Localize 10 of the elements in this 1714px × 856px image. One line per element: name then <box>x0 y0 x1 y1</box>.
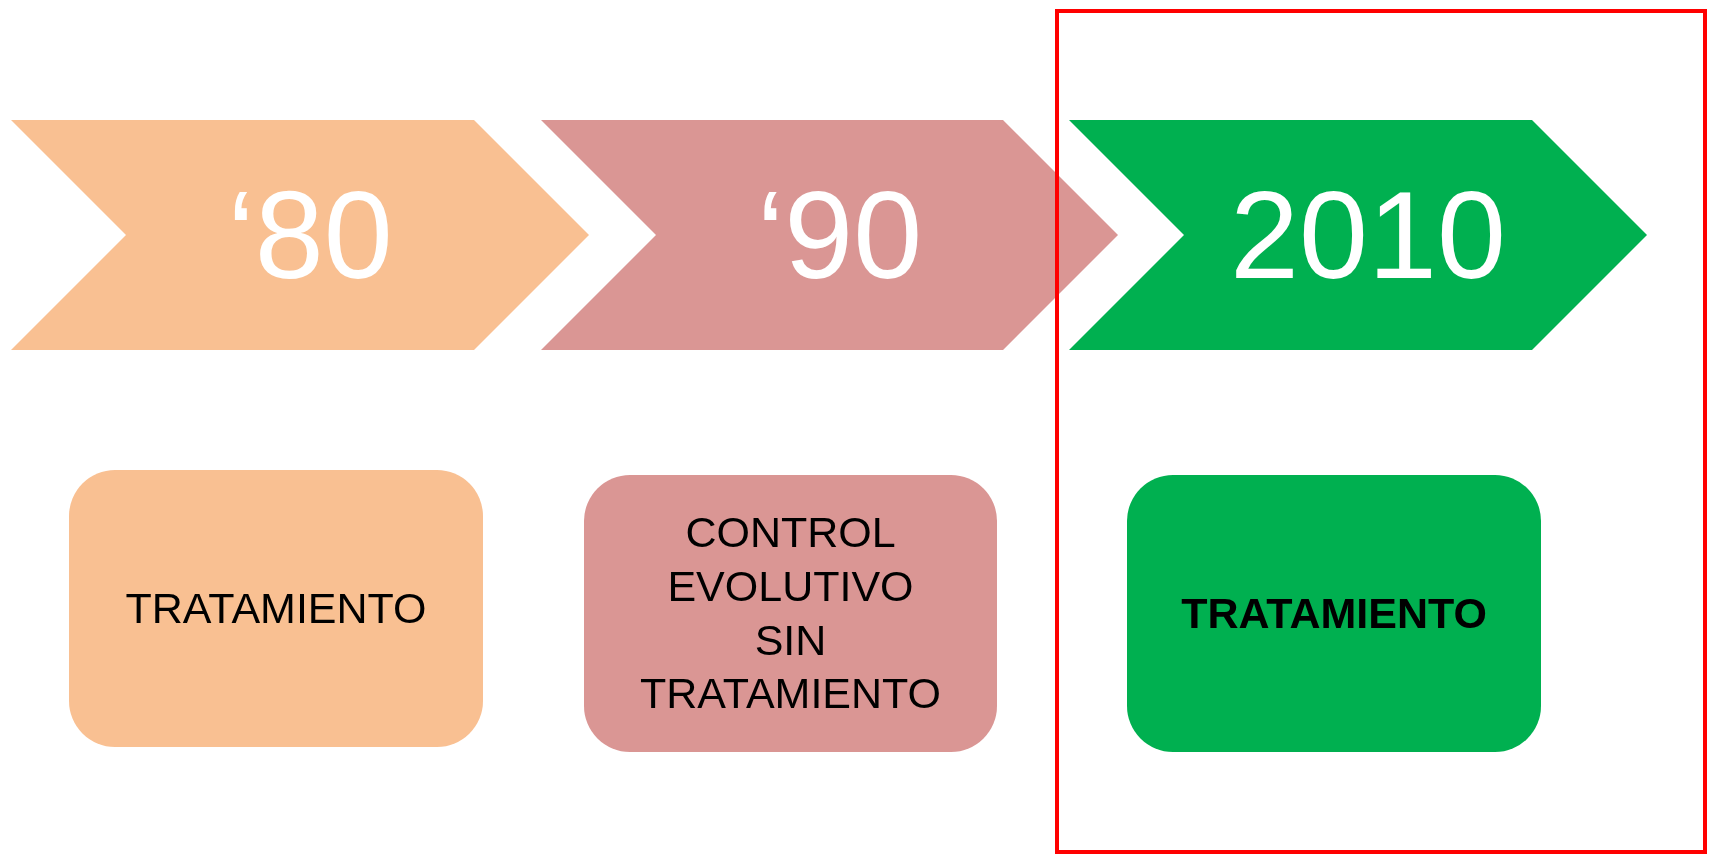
card-text: CONTROL EVOLUTIVO SIN TRATAMIENTO <box>639 507 942 720</box>
rounded-card <box>69 470 483 747</box>
year-label: 2010 <box>1230 173 1506 297</box>
rounded-card <box>1127 475 1541 752</box>
card-text: TRATAMIENTO <box>1181 587 1487 639</box>
year-label: ‘90 <box>756 173 923 297</box>
rounded-card <box>584 475 997 752</box>
highlight-frame <box>1055 9 1707 854</box>
year-label: ‘80 <box>227 173 393 297</box>
card-text: TRATAMIENTO <box>125 582 427 634</box>
